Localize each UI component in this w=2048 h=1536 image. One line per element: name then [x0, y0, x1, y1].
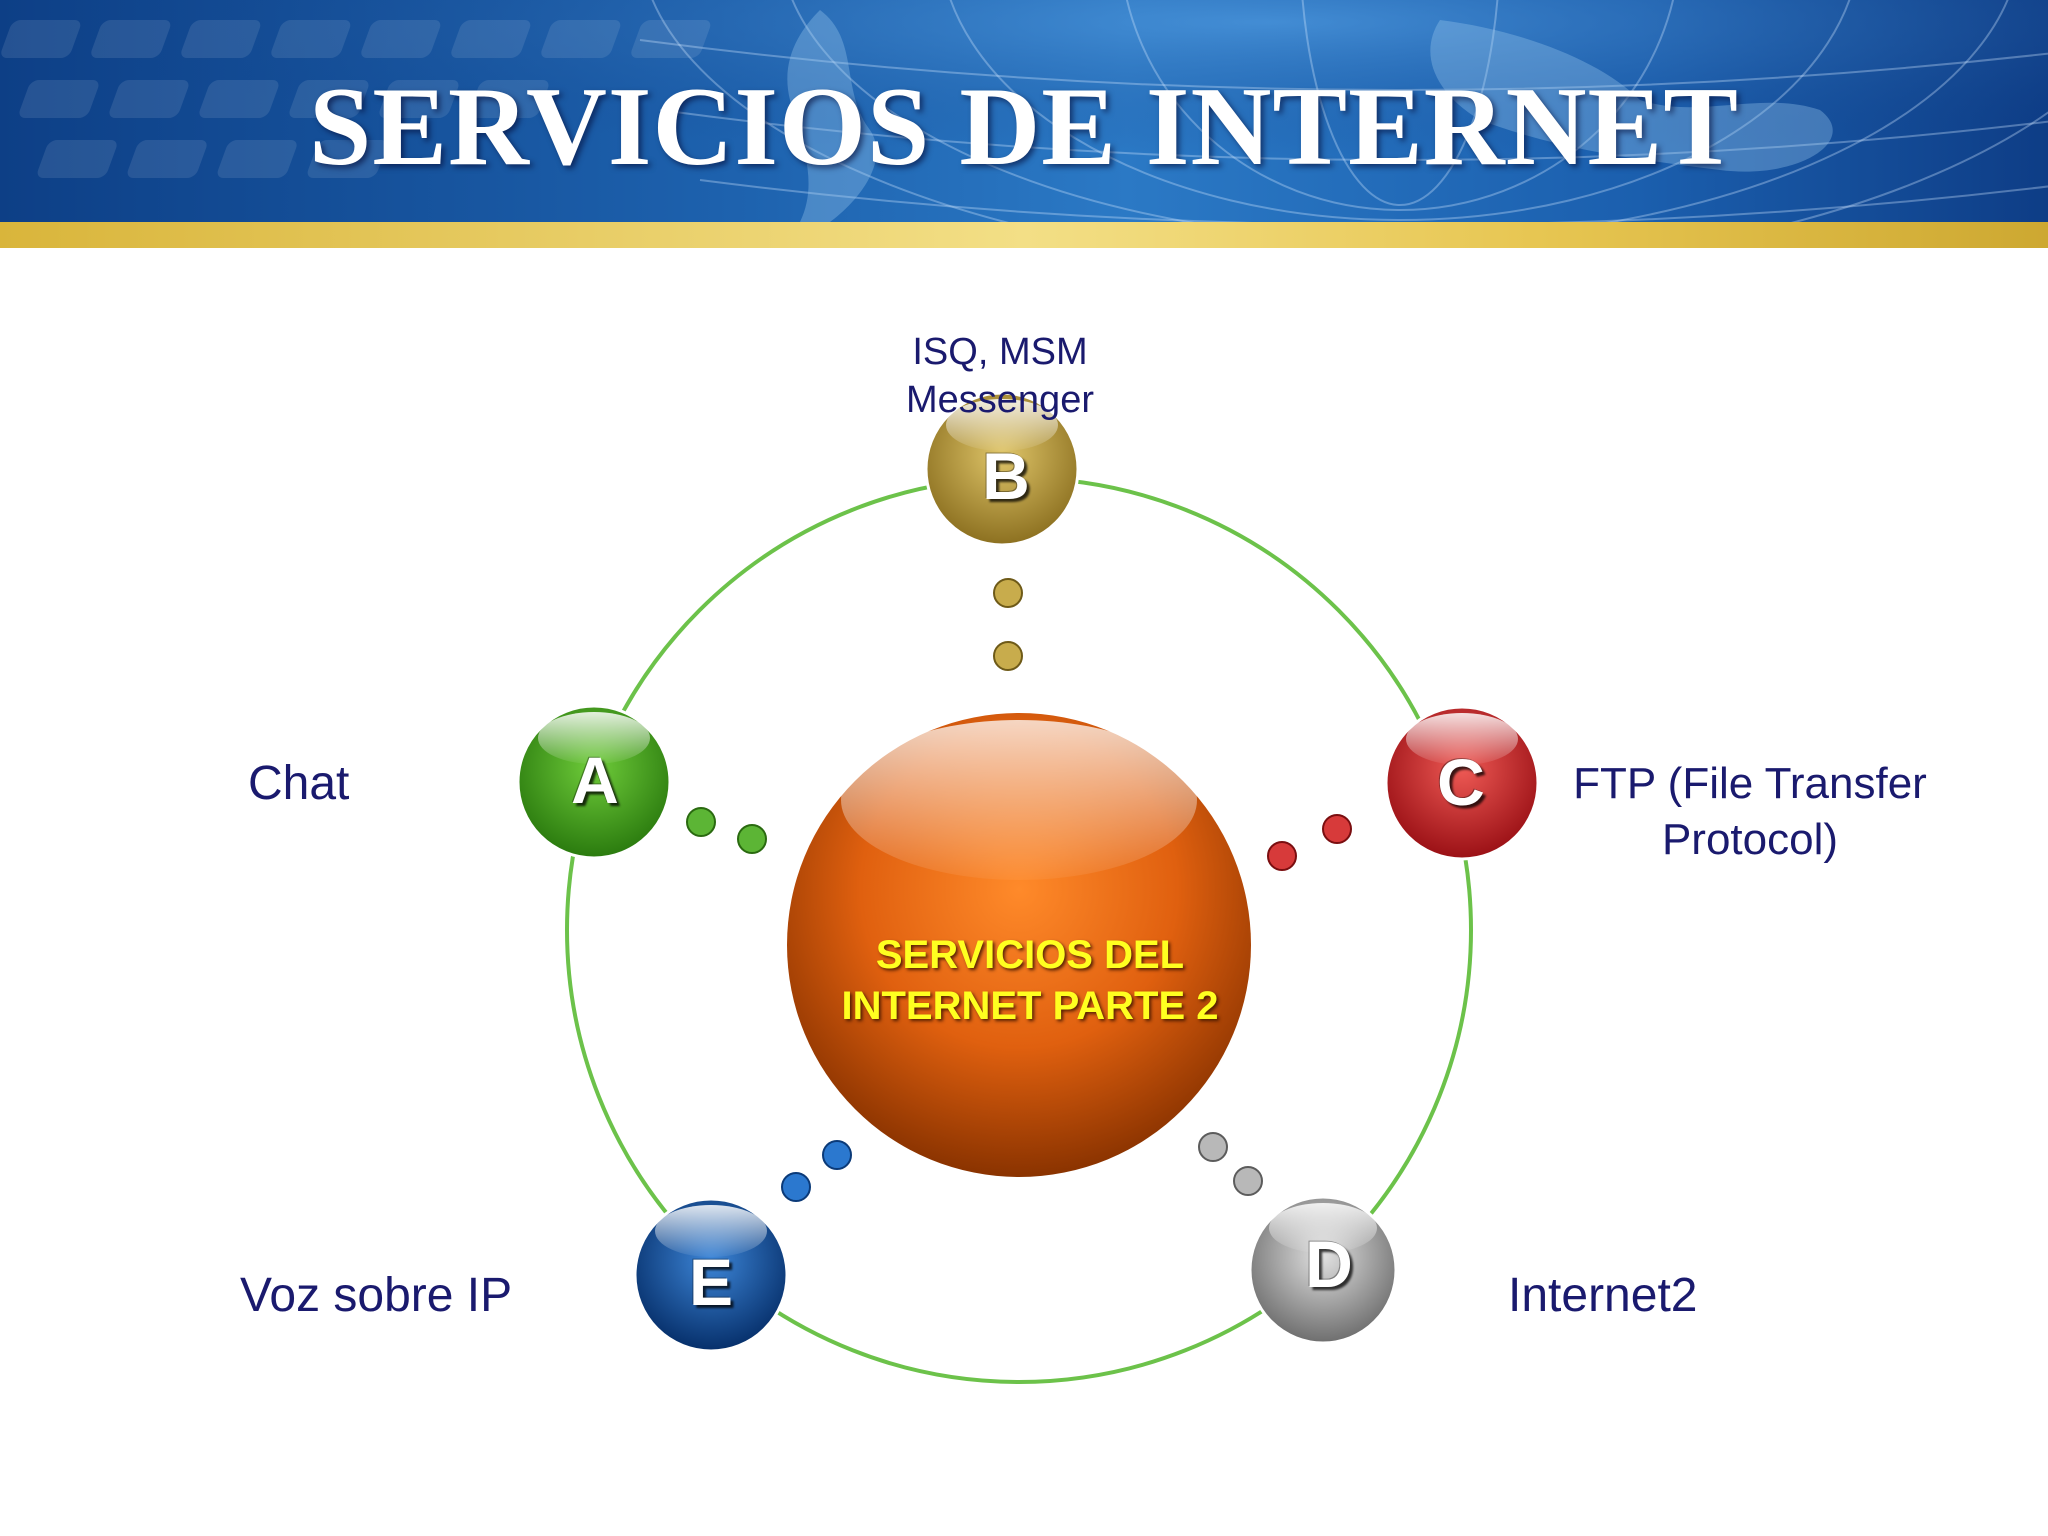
node-label-b: ISQ, MSM Messenger — [850, 328, 1150, 424]
center-title: SERVICIOS DEL INTERNET PARTE 2 — [790, 930, 1270, 1032]
node-sphere-d — [1248, 1195, 1398, 1345]
connector-dots-c — [1267, 814, 1352, 871]
connector-dots-b — [993, 578, 1023, 671]
header-banner: SERVICIOS DE INTERNET — [0, 0, 2048, 222]
connector-dots-a — [686, 807, 767, 854]
node-label-a: Chat — [248, 757, 350, 810]
center-title-line1: SERVICIOS DEL — [875, 933, 1185, 977]
center-sphere — [787, 713, 1251, 1177]
node-sphere-e — [633, 1197, 789, 1353]
node-sphere-b — [924, 391, 1080, 547]
node-label-c-line1: FTP (File Transfer — [1573, 759, 1927, 808]
connector-dots-e — [781, 1140, 852, 1202]
node-letter-b: B — [982, 439, 1030, 513]
center-title-line2: INTERNET PARTE 2 — [841, 984, 1219, 1028]
node-label-e: Voz sobre IP — [240, 1269, 513, 1322]
node-letter-a: A — [571, 743, 619, 817]
node-letter-e: E — [688, 1245, 734, 1319]
node-label-b-line1: ISQ, MSM — [912, 331, 1088, 373]
globe-background-graphic — [0, 0, 2048, 222]
node-letter-c: C — [1437, 745, 1485, 819]
node-letter-d: D — [1305, 1227, 1353, 1301]
node-label-c-line2: Protocol) — [1661, 815, 1839, 864]
node-label-d: Internet2 — [1508, 1269, 1698, 1322]
node-label-b-line2: Messenger — [906, 379, 1094, 421]
node-sphere-a — [516, 704, 672, 860]
page-title: SERVICIOS DE INTERNET — [309, 65, 1739, 189]
node-label-c: FTP (File Transfer Protocol) — [1560, 756, 1940, 868]
gold-divider-band — [0, 222, 2048, 248]
node-sphere-c — [1384, 705, 1540, 861]
connector-dots-d — [1198, 1132, 1263, 1196]
